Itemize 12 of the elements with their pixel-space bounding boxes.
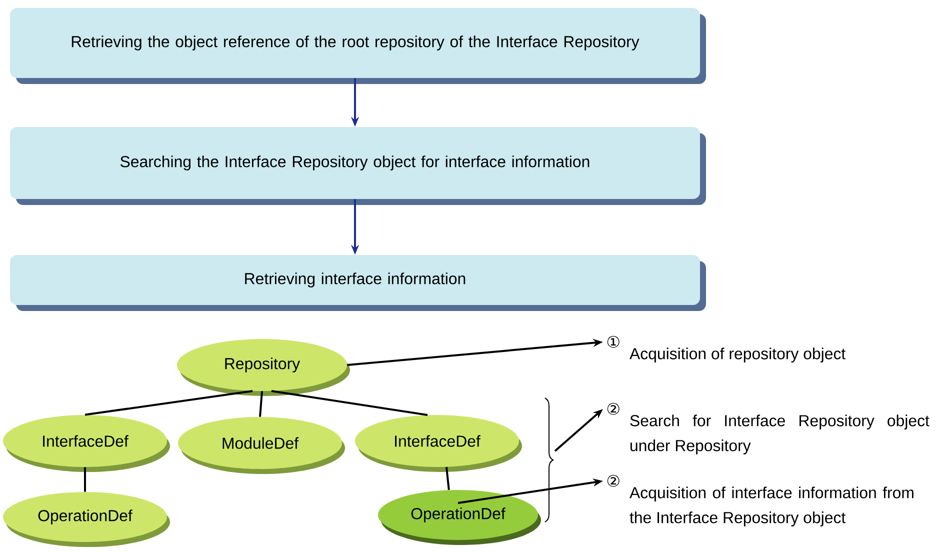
oval-node: OperationDef: [3, 492, 170, 547]
step-box: Searching the Interface Repository object for interface information: [10, 127, 706, 205]
step-box: Retrieving interface information: [10, 255, 706, 311]
numbered-note: ② Acquisition of interface information from the Interface Repository object: [607, 474, 914, 526]
oval-node: InterfaceDef: [355, 415, 522, 472]
step-box: Retrieving the object reference of the root repository of the Interface Repository: [10, 8, 706, 84]
numbered-note: ① Acquisition of repository object: [607, 336, 846, 362]
oval-node: InterfaceDef: [3, 415, 170, 472]
numbered-note: ② Search for Interface Repository object under Repository: [607, 402, 930, 454]
oval-node: OperationDef: [378, 490, 541, 545]
oval-node: ModuleDef: [178, 417, 345, 474]
oval-node: Repository: [177, 339, 350, 396]
